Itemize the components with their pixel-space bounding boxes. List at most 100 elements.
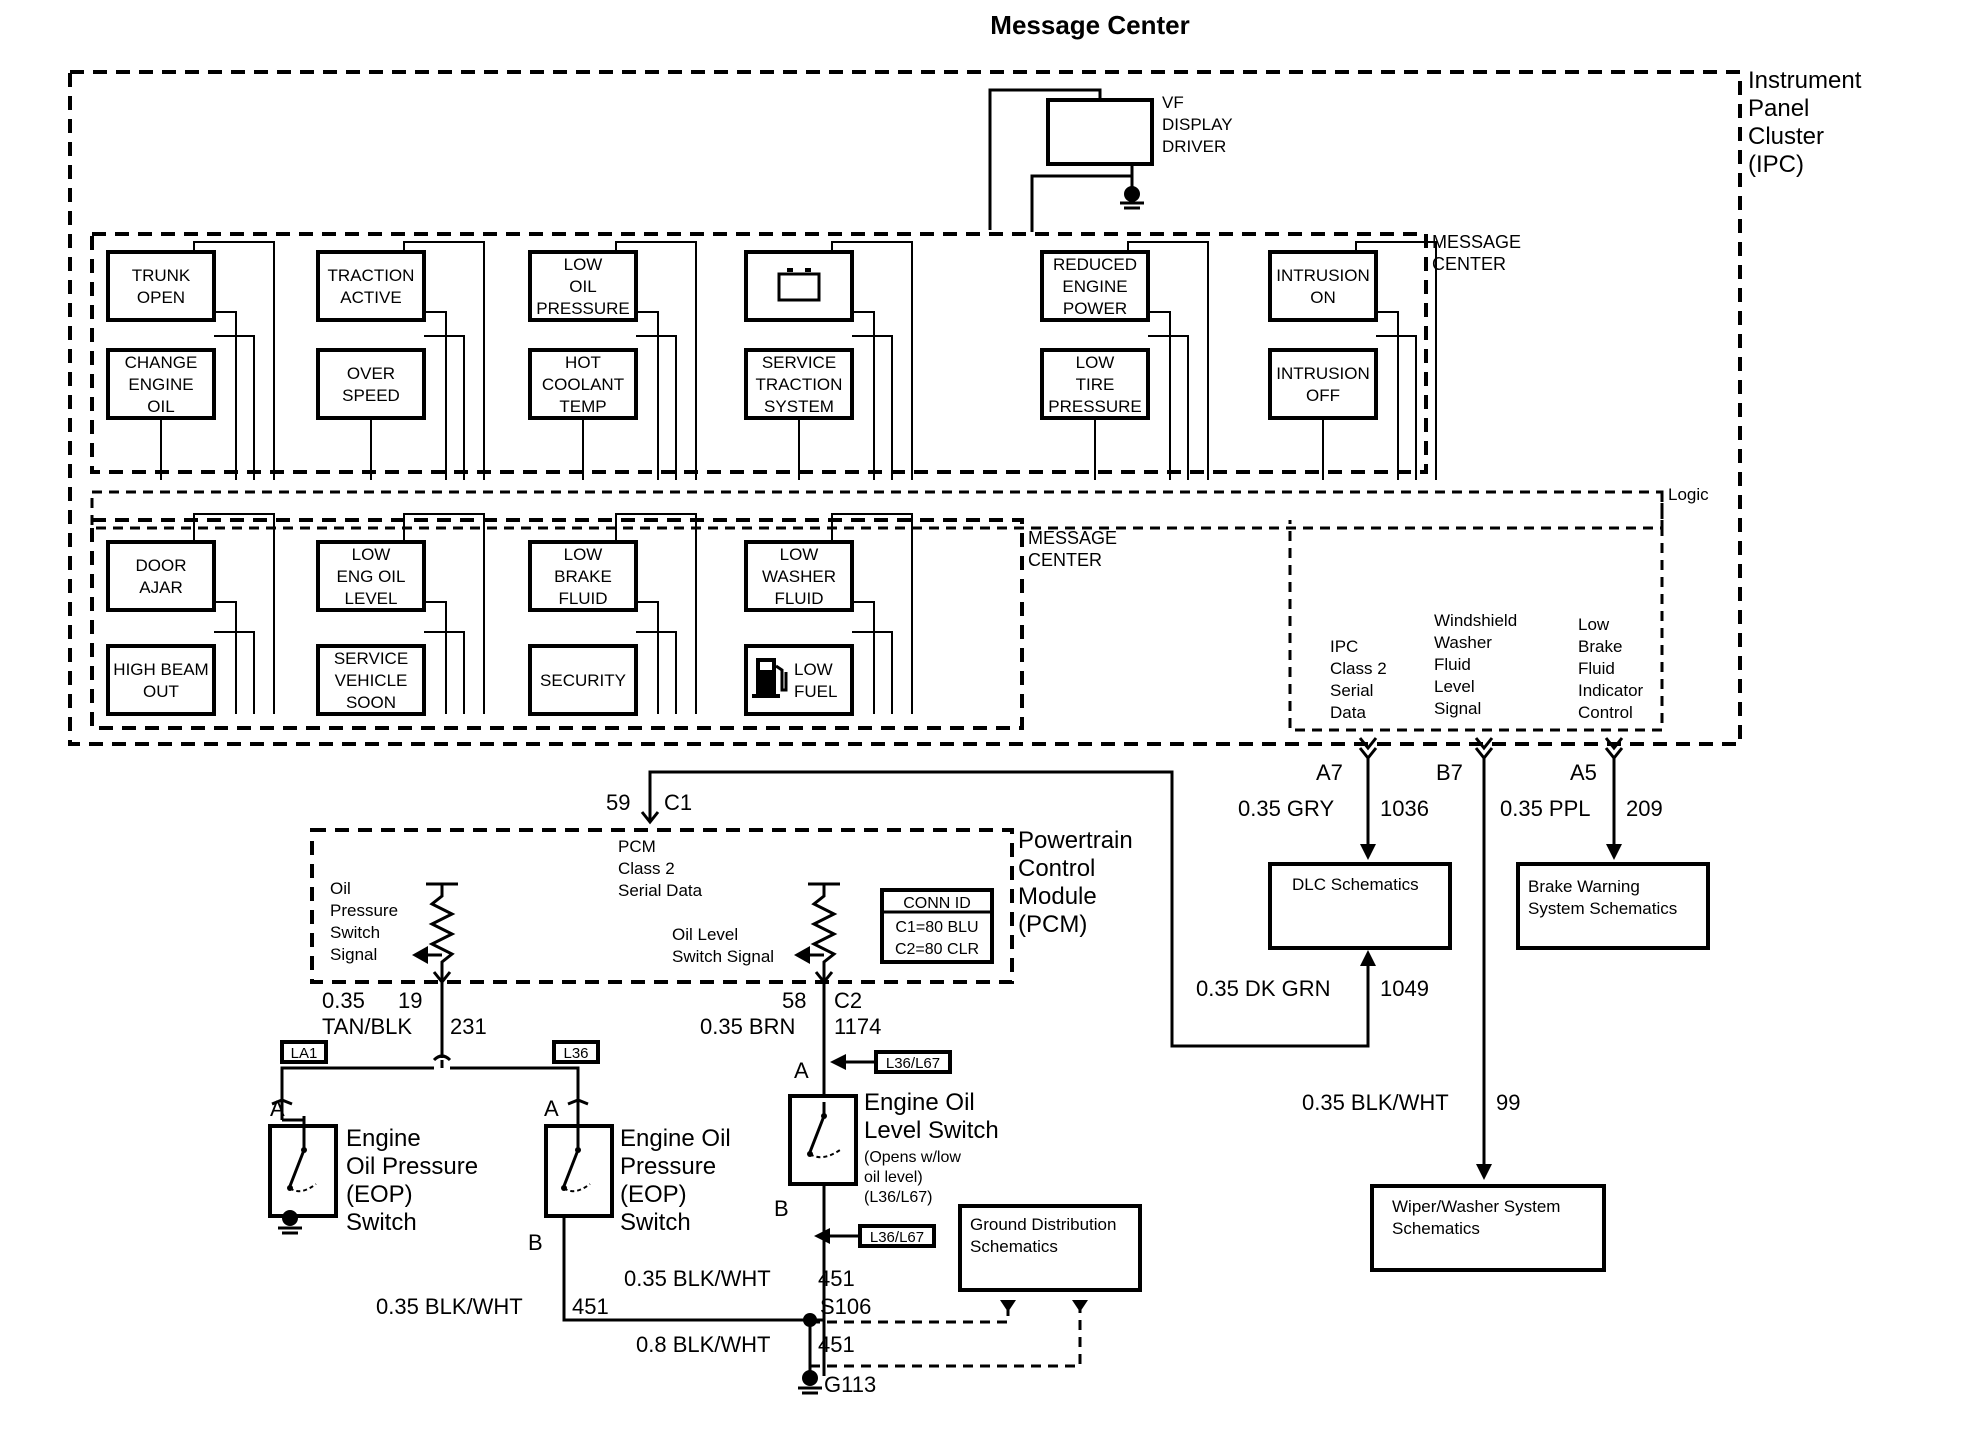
svg-text:TRACTION: TRACTION [756, 375, 843, 394]
fuel-pump-icon [752, 658, 788, 698]
svg-text:INTRUSION: INTRUSION [1276, 266, 1370, 285]
svg-text:CENTER: CENTER [1432, 254, 1506, 274]
svg-text:C1: C1 [664, 790, 692, 815]
pcm-class2-connector: 59 C1 [606, 790, 692, 825]
svg-text:BRAKE: BRAKE [554, 567, 612, 586]
svg-text:DOOR: DOOR [136, 556, 187, 575]
svg-text:19: 19 [398, 988, 422, 1013]
svg-text:AJAR: AJAR [139, 578, 182, 597]
upper-message-groups: TRUNKOPENCHANGEENGINEOILTRACTIONACTIVEOV… [106, 241, 1437, 480]
svg-text:L36/L67: L36/L67 [886, 1055, 940, 1072]
svg-text:Control: Control [1018, 855, 1095, 882]
svg-text:1174: 1174 [834, 1014, 881, 1039]
wiper-washer-reference[interactable]: Wiper/Washer System Schematics [1370, 1184, 1606, 1272]
svg-text:PRESSURE: PRESSURE [1048, 397, 1142, 416]
svg-text:C2: C2 [834, 988, 862, 1013]
svg-text:COOLANT: COOLANT [542, 375, 624, 394]
svg-text:S106: S106 [820, 1294, 871, 1319]
svg-text:Switch Signal: Switch Signal [672, 947, 774, 966]
svg-text:Serial Data: Serial Data [618, 881, 703, 900]
ipc-signal-brake: Low Brake Fluid Indicator Control [1578, 615, 1644, 722]
svg-text:Data: Data [1330, 703, 1366, 722]
svg-text:0.35 PPL: 0.35 PPL [1500, 796, 1591, 821]
ground-distribution-reference[interactable]: Ground Distribution Schematics [958, 1204, 1142, 1292]
svg-text:HIGH BEAM: HIGH BEAM [113, 660, 208, 679]
pcm-boundary [310, 828, 1014, 984]
brake-warning-reference[interactable]: Brake Warning System Schematics [1516, 862, 1710, 950]
svg-text:C1=80 BLU: C1=80 BLU [895, 919, 978, 936]
svg-text:TIRE: TIRE [1076, 375, 1115, 394]
dlc-reference[interactable]: DLC Schematics [1268, 862, 1452, 950]
svg-text:Pressure: Pressure [330, 901, 398, 920]
svg-text:OPEN: OPEN [137, 288, 185, 307]
svg-text:0.35 DK GRN: 0.35 DK GRN [1196, 976, 1331, 1001]
svg-text:INTRUSION: INTRUSION [1276, 364, 1370, 383]
svg-text:PCM: PCM [618, 837, 656, 856]
lower-message-center-boundary [90, 518, 1024, 730]
lower-message-center-label: MESSAGE CENTER [1028, 528, 1117, 570]
svg-text:CENTER: CENTER [1028, 550, 1102, 570]
wire-1049: 0.35 DK GRN 1049 [648, 770, 1429, 1048]
wire-1036: 0.35 GRY 1036 [1238, 758, 1429, 860]
svg-text:Engine Oil: Engine Oil [620, 1125, 731, 1152]
svg-text:DRIVER: DRIVER [1162, 137, 1226, 156]
svg-text:ON: ON [1310, 288, 1336, 307]
ipc-boundary [68, 70, 1742, 746]
pcm-class2-label: PCM Class 2 Serial Data [618, 837, 703, 900]
option-la1: LA1 [280, 1040, 328, 1064]
svg-text:SECURITY: SECURITY [540, 671, 626, 690]
svg-text:TRACTION: TRACTION [328, 266, 415, 285]
svg-text:SYSTEM: SYSTEM [764, 397, 834, 416]
svg-text:58: 58 [782, 988, 806, 1013]
svg-text:G113: G113 [824, 1372, 876, 1397]
svg-text:IPC: IPC [1330, 637, 1358, 656]
svg-text:PRESSURE: PRESSURE [536, 299, 630, 318]
svg-text:0.35 BLK/WHT: 0.35 BLK/WHT [624, 1266, 771, 1291]
svg-text:LOW: LOW [1076, 353, 1115, 372]
svg-text:Signal: Signal [330, 945, 377, 964]
option-l36: L36 [552, 1040, 600, 1064]
svg-text:Brake Warning: Brake Warning [1528, 877, 1640, 896]
upper-message-center-boundary [90, 232, 1428, 474]
svg-text:LEVEL: LEVEL [345, 589, 398, 608]
svg-text:LOW: LOW [352, 545, 391, 564]
svg-text:(IPC): (IPC) [1748, 151, 1804, 178]
svg-text:0.35 BLK/WHT: 0.35 BLK/WHT [1302, 1090, 1449, 1115]
ground-wiring: 0.35 BLK/WHT 451 0.35 BLK/WHT 451 S106 0… [376, 1228, 1088, 1397]
logic-boundary-top [90, 490, 1664, 530]
battery-icon [777, 268, 821, 302]
svg-text:System Schematics: System Schematics [1528, 899, 1677, 918]
svg-text:Wiper/Washer System: Wiper/Washer System [1392, 1197, 1560, 1216]
pin-a7: A7 [1316, 760, 1343, 785]
svg-text:Pressure: Pressure [620, 1153, 716, 1180]
svg-text:1049: 1049 [1380, 976, 1429, 1001]
svg-text:0.35 BLK/WHT: 0.35 BLK/WHT [376, 1294, 523, 1319]
svg-text:ACTIVE: ACTIVE [340, 288, 401, 307]
svg-text:POWER: POWER [1063, 299, 1127, 318]
svg-text:MESSAGE: MESSAGE [1432, 232, 1521, 252]
svg-text:Ground Distribution: Ground Distribution [970, 1215, 1116, 1234]
svg-text:Indicator: Indicator [1578, 681, 1644, 700]
svg-text:REDUCED: REDUCED [1053, 255, 1137, 274]
svg-text:Powertrain: Powertrain [1018, 827, 1133, 854]
conn-id-box: CONN ID C1=80 BLU C2=80 CLR [880, 888, 994, 964]
svg-text:Signal: Signal [1434, 699, 1481, 718]
svg-text:FLUID: FLUID [558, 589, 607, 608]
svg-text:(L36/L67): (L36/L67) [864, 1189, 933, 1206]
svg-text:Oil Level: Oil Level [672, 925, 738, 944]
svg-text:LOW: LOW [564, 255, 603, 274]
svg-text:VF: VF [1162, 93, 1184, 112]
svg-text:Oil: Oil [330, 879, 351, 898]
message-intrusion-on: INTRUSION ON [1268, 250, 1378, 322]
